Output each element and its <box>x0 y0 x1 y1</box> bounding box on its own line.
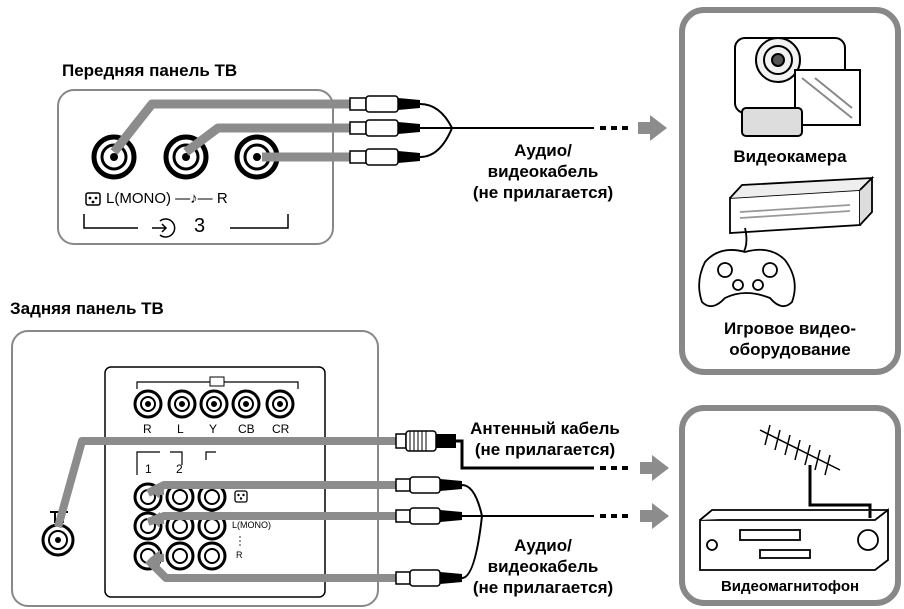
antenna-plug <box>395 430 456 452</box>
component-jacks <box>133 389 295 419</box>
front-cable-2 <box>183 123 352 156</box>
rear-av-jacks <box>133 482 227 571</box>
rear-cable-3 <box>145 557 398 582</box>
front-arrow <box>638 115 667 141</box>
game-label: Игровое видео- оборудование <box>723 319 857 359</box>
antenna-icon <box>759 424 872 518</box>
rear-panel-box <box>11 330 379 607</box>
front-input-bracket <box>83 214 289 229</box>
rear-plug-1 <box>395 476 462 494</box>
game-console-icon <box>729 175 875 259</box>
front-panel-box <box>57 89 334 245</box>
video-icon <box>85 192 101 206</box>
front-av-cable <box>419 103 628 158</box>
antenna-cable <box>456 439 628 470</box>
audio-left-label: L(MONO) <box>106 190 171 207</box>
front-cable-1 <box>110 99 352 155</box>
devices-box-top <box>679 7 901 375</box>
gamepad-icon <box>698 248 796 308</box>
rear-av-cable <box>461 484 628 579</box>
front-jack-audio-left <box>163 134 209 180</box>
front-cable-label: Аудио/ видеокабель (не прилагается) <box>472 141 614 202</box>
input-number-label: 3 <box>194 215 206 237</box>
front-jack-video <box>91 134 137 180</box>
audio-right-label: R <box>216 190 228 207</box>
antenna-cable-gray <box>54 437 396 529</box>
front-panel-title: Передняя панель ТВ <box>62 61 238 80</box>
audio-note-label: ♪ <box>190 190 198 207</box>
camcorder-label: Видеокамера <box>733 147 847 166</box>
rear-plug-3 <box>395 569 462 587</box>
front-plug-3 <box>349 148 420 166</box>
input-icon <box>152 218 176 238</box>
rear-panel-title: Задняя панель ТВ <box>10 299 164 318</box>
rear-plug-2 <box>395 507 462 525</box>
rear-cable-label: Аудио/ видеокабель (не прилагается) <box>472 536 614 597</box>
vcr-label: Видеомагнитофон <box>720 578 860 595</box>
front-plug-2 <box>349 119 420 137</box>
antenna-cable-label: Антенный кабель (не прилагается) <box>470 419 620 459</box>
devices-box-bottom <box>679 405 901 606</box>
rear-video-icon <box>234 490 248 503</box>
front-jack-labels: L(MONO) —♪— R <box>106 190 228 207</box>
vcr-icon <box>699 508 889 571</box>
antenna-arrow <box>640 455 669 481</box>
rear-arrow <box>640 503 669 529</box>
camcorder-icon <box>734 37 861 137</box>
front-plug-1 <box>349 95 420 113</box>
